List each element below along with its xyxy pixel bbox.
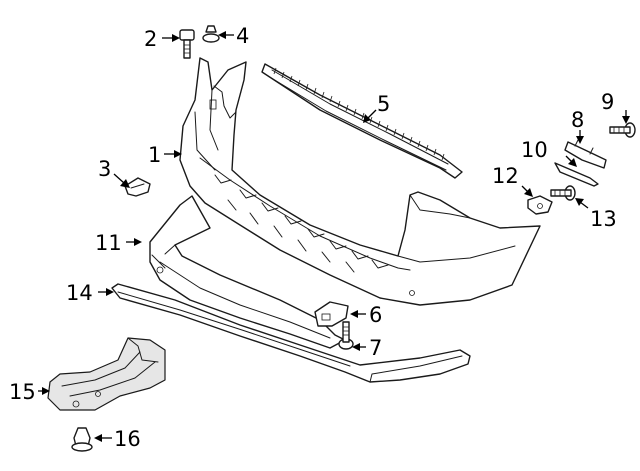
- callout-14: 14: [66, 281, 93, 305]
- bolt-13-icon: [550, 185, 576, 201]
- mount-bracket-icon: [314, 301, 349, 327]
- callout-7: 7: [369, 336, 382, 360]
- lower-valance: [111, 283, 471, 383]
- callout-labels: 1 2 3 4 5 6 7 8 9 10 11 12 13 14 15 16: [9, 24, 617, 451]
- callout-5: 5: [377, 92, 390, 116]
- callout-9: 9: [601, 90, 614, 114]
- callout-15: 15: [9, 380, 36, 404]
- retainer-icon: [527, 195, 553, 215]
- bracket-icon: [124, 177, 151, 197]
- fastener-screw-icon: [609, 122, 636, 138]
- bumper-cover: [179, 57, 541, 306]
- callout-12: 12: [492, 164, 519, 188]
- plastic-clip-icon: [71, 427, 93, 452]
- underbody-shield: [47, 337, 166, 411]
- side-bracket-icon: [564, 139, 607, 169]
- callout-3: 3: [98, 157, 111, 181]
- callout-11: 11: [95, 231, 122, 255]
- callout-13: 13: [590, 207, 617, 231]
- callout-2: 2: [144, 27, 157, 51]
- callout-6: 6: [369, 303, 382, 327]
- push-clip-icon: [202, 25, 220, 43]
- screw-icon: [338, 321, 354, 350]
- leader-lines: [38, 31, 630, 442]
- callout-1: 1: [148, 143, 161, 167]
- callout-10: 10: [521, 138, 548, 162]
- callout-4: 4: [236, 24, 249, 48]
- callout-8: 8: [571, 108, 584, 132]
- callout-16: 16: [114, 427, 141, 451]
- bolt-icon: [179, 29, 195, 59]
- strip-icon: [554, 162, 599, 187]
- step-pad: [261, 63, 463, 179]
- bumper-reinforcement: [149, 195, 346, 349]
